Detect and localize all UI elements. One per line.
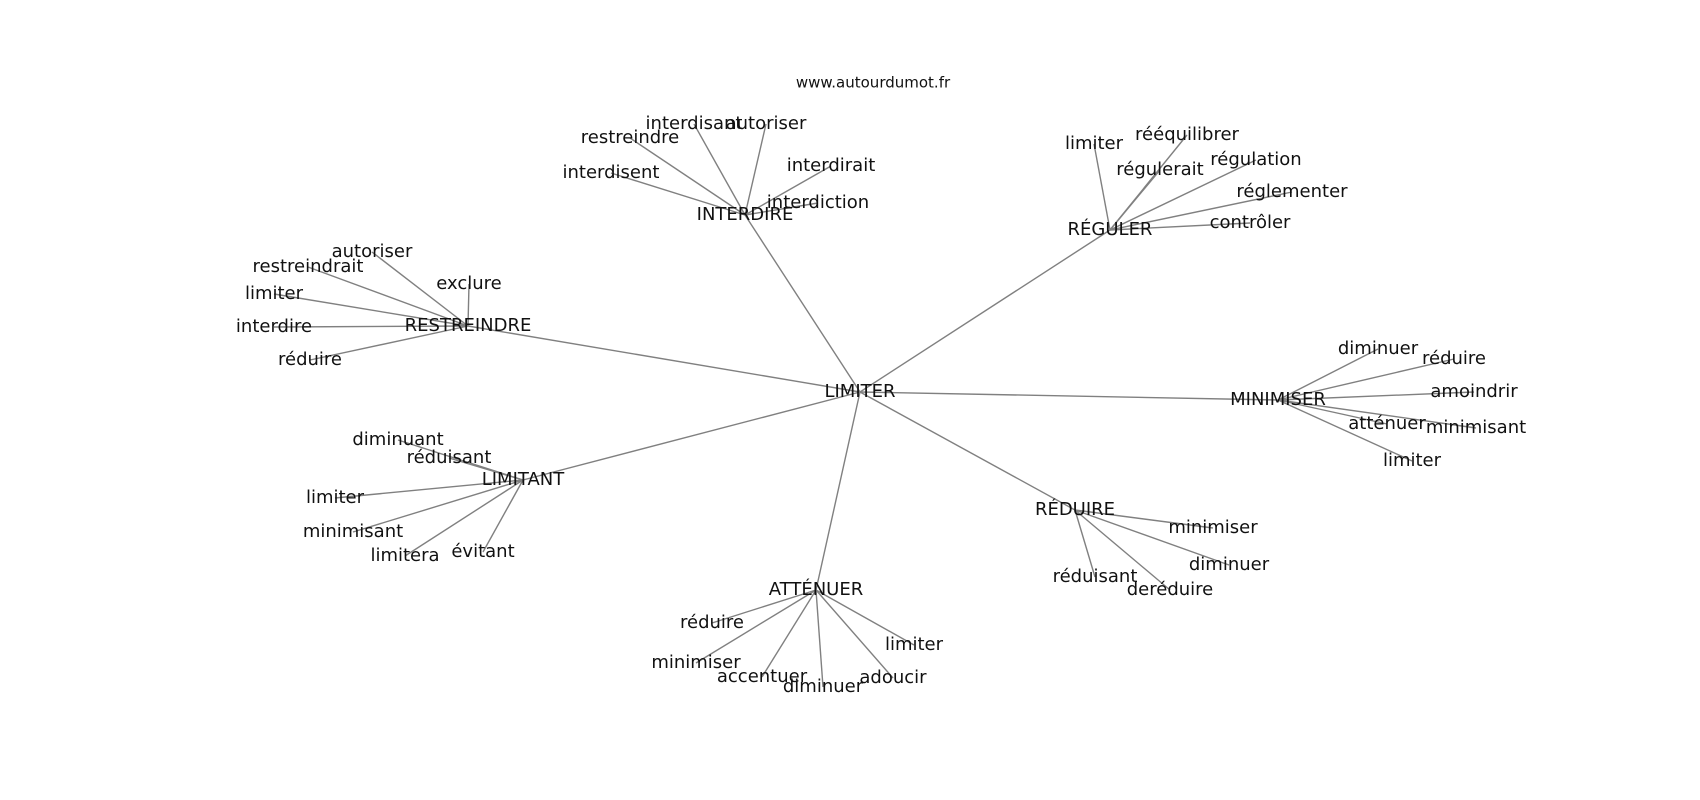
edge-attenuer-accentuer: [761, 589, 817, 678]
node-word-reguler-regulerait[interactable]: régulerait: [1116, 159, 1203, 180]
edge-attenuer-limiter: [815, 589, 915, 646]
edge-limiter-reduire: [859, 391, 1076, 511]
node-word-reguler-controler[interactable]: contrôler: [1210, 212, 1291, 233]
node-hub-limitant[interactable]: LIMITANT: [482, 469, 566, 490]
edge-restreindre-restreindrait: [307, 266, 469, 327]
node-word-reduire-diminuer[interactable]: diminuer: [1189, 554, 1270, 575]
node-word-interdire-interdisent[interactable]: interdisent: [563, 162, 660, 183]
node-word-reguler-reglementer[interactable]: réglementer: [1236, 181, 1348, 202]
node-word-interdire-interdirait[interactable]: interdirait: [787, 155, 876, 176]
node-hub-attenuer[interactable]: ATTÉNUER: [769, 578, 863, 600]
node-word-interdire-interdisant[interactable]: interdisant: [646, 113, 743, 134]
node-word-restreindre-exclure[interactable]: exclure: [436, 273, 501, 294]
node-word-restreindre-interdire[interactable]: interdire: [236, 316, 312, 337]
node-word-limitant-evitant[interactable]: évitant: [451, 541, 514, 562]
edge-minimiser-reduire: [1277, 358, 1455, 401]
node-word-limitant-diminuant[interactable]: diminuant: [352, 429, 443, 450]
node-word-restreindre-reduire[interactable]: réduire: [278, 349, 342, 370]
node-word-attenuer-reduire[interactable]: réduire: [680, 612, 744, 633]
node-word-interdire-autoriser[interactable]: autoriser: [726, 113, 807, 134]
edge-reduire-diminuer: [1074, 509, 1230, 566]
node-word-reguler-limiter[interactable]: limiter: [1065, 133, 1124, 154]
edge-limitant-evitant: [482, 479, 524, 553]
edge-reguler-limiter: [1093, 143, 1111, 231]
edge-interdire-autoriser: [744, 123, 767, 216]
graph-edges: [273, 123, 1477, 688]
edge-interdire-interdirait: [744, 165, 832, 216]
edge-minimiser-minimisant: [1277, 399, 1477, 429]
graph-labels: www.autourdumot.fr LIMITERINTERDIREinter…: [236, 74, 1526, 698]
site-label[interactable]: www.autourdumot.fr: [796, 74, 951, 92]
node-word-limitant-limitera[interactable]: limitera: [370, 545, 439, 566]
edge-attenuer-reduire: [711, 589, 817, 624]
edge-restreindre-exclure: [467, 283, 470, 327]
node-word-limitant-minimisant[interactable]: minimisant: [303, 521, 403, 542]
edge-interdire-interdisant: [693, 123, 746, 216]
edge-limiter-reguler: [859, 229, 1111, 393]
edge-limiter-interdire: [744, 214, 861, 393]
edge-limiter-restreindre: [467, 325, 861, 393]
node-word-minimiser-reduire[interactable]: réduire: [1422, 348, 1486, 369]
edge-reduire-minimiser: [1074, 509, 1214, 529]
edge-reguler-controler: [1109, 222, 1251, 231]
edge-reduire-reduisant: [1074, 509, 1096, 578]
node-word-reguler-reequilibrer[interactable]: rééquilibrer: [1135, 124, 1239, 145]
node-word-reduire-dereduire[interactable]: deréduire: [1127, 579, 1214, 600]
edge-reguler-regulation: [1109, 159, 1257, 231]
edge-interdire-interdiction: [744, 202, 819, 216]
edge-reduire-dereduire: [1074, 509, 1171, 591]
edge-interdire-interdisent: [610, 172, 746, 216]
edge-restreindre-limiter: [273, 293, 469, 327]
node-word-attenuer-diminuer[interactable]: diminuer: [783, 676, 864, 697]
node-word-minimiser-attenuer[interactable]: atténuer: [1348, 413, 1426, 434]
edge-attenuer-minimiser: [695, 589, 817, 664]
node-word-attenuer-accentuer[interactable]: accentuer: [717, 666, 808, 687]
edge-reguler-regulerait: [1109, 169, 1161, 231]
node-word-minimiser-amoindrir[interactable]: amoindrir: [1430, 381, 1518, 402]
edge-restreindre-autoriser: [371, 251, 469, 327]
edge-attenuer-adoucir: [815, 589, 894, 679]
node-hub-interdire[interactable]: INTERDIRE: [697, 204, 794, 225]
node-word-interdire-restreindre[interactable]: restreindre: [581, 127, 680, 148]
edge-limiter-limitant: [522, 391, 861, 481]
node-word-restreindre-restreindrait[interactable]: restreindrait: [253, 256, 364, 277]
node-word-minimiser-minimisant[interactable]: minimisant: [1426, 417, 1526, 438]
edge-attenuer-diminuer: [815, 589, 824, 688]
node-word-limitant-limiter[interactable]: limiter: [306, 487, 365, 508]
edge-limitant-limiter: [334, 479, 524, 499]
node-word-attenuer-minimiser[interactable]: minimiser: [651, 652, 741, 673]
edge-minimiser-diminuer: [1277, 348, 1379, 401]
edge-limitant-reduisant: [448, 457, 524, 481]
node-word-reduire-reduisant[interactable]: réduisant: [1053, 566, 1138, 587]
node-word-limitant-reduisant[interactable]: réduisant: [407, 447, 492, 468]
node-word-reguler-regulation[interactable]: régulation: [1210, 149, 1301, 170]
node-hub-restreindre[interactable]: RESTREINDRE: [405, 315, 532, 336]
node-hub-minimiser[interactable]: MINIMISER: [1230, 389, 1326, 410]
edge-restreindre-interdire: [273, 325, 469, 328]
node-word-reduire-minimiser[interactable]: minimiser: [1168, 517, 1258, 538]
node-center-limiter[interactable]: LIMITER: [824, 381, 895, 402]
edge-interdire-restreindre: [629, 137, 746, 216]
edge-minimiser-limiter: [1277, 399, 1413, 462]
node-word-minimiser-diminuer[interactable]: diminuer: [1338, 338, 1419, 359]
edge-limitant-minimisant: [352, 479, 524, 533]
node-hub-reduire[interactable]: RÉDUIRE: [1035, 498, 1115, 520]
edge-limiter-attenuer: [815, 391, 861, 591]
node-word-attenuer-adoucir[interactable]: adoucir: [859, 667, 927, 688]
node-word-minimiser-limiter[interactable]: limiter: [1383, 450, 1442, 471]
edge-limitant-limitera: [404, 479, 524, 557]
node-word-interdire-interdiction[interactable]: interdiction: [767, 192, 869, 213]
node-word-restreindre-autoriser[interactable]: autoriser: [332, 241, 413, 262]
node-word-attenuer-limiter[interactable]: limiter: [885, 634, 944, 655]
edge-limiter-minimiser: [859, 391, 1279, 401]
node-hub-reguler[interactable]: RÉGULER: [1068, 218, 1153, 240]
edge-minimiser-attenuer: [1277, 399, 1388, 425]
edge-reguler-reglementer: [1109, 191, 1293, 231]
edge-restreindre-reduire: [309, 325, 469, 361]
node-word-restreindre-limiter[interactable]: limiter: [245, 283, 304, 304]
edge-minimiser-amoindrir: [1277, 391, 1475, 401]
